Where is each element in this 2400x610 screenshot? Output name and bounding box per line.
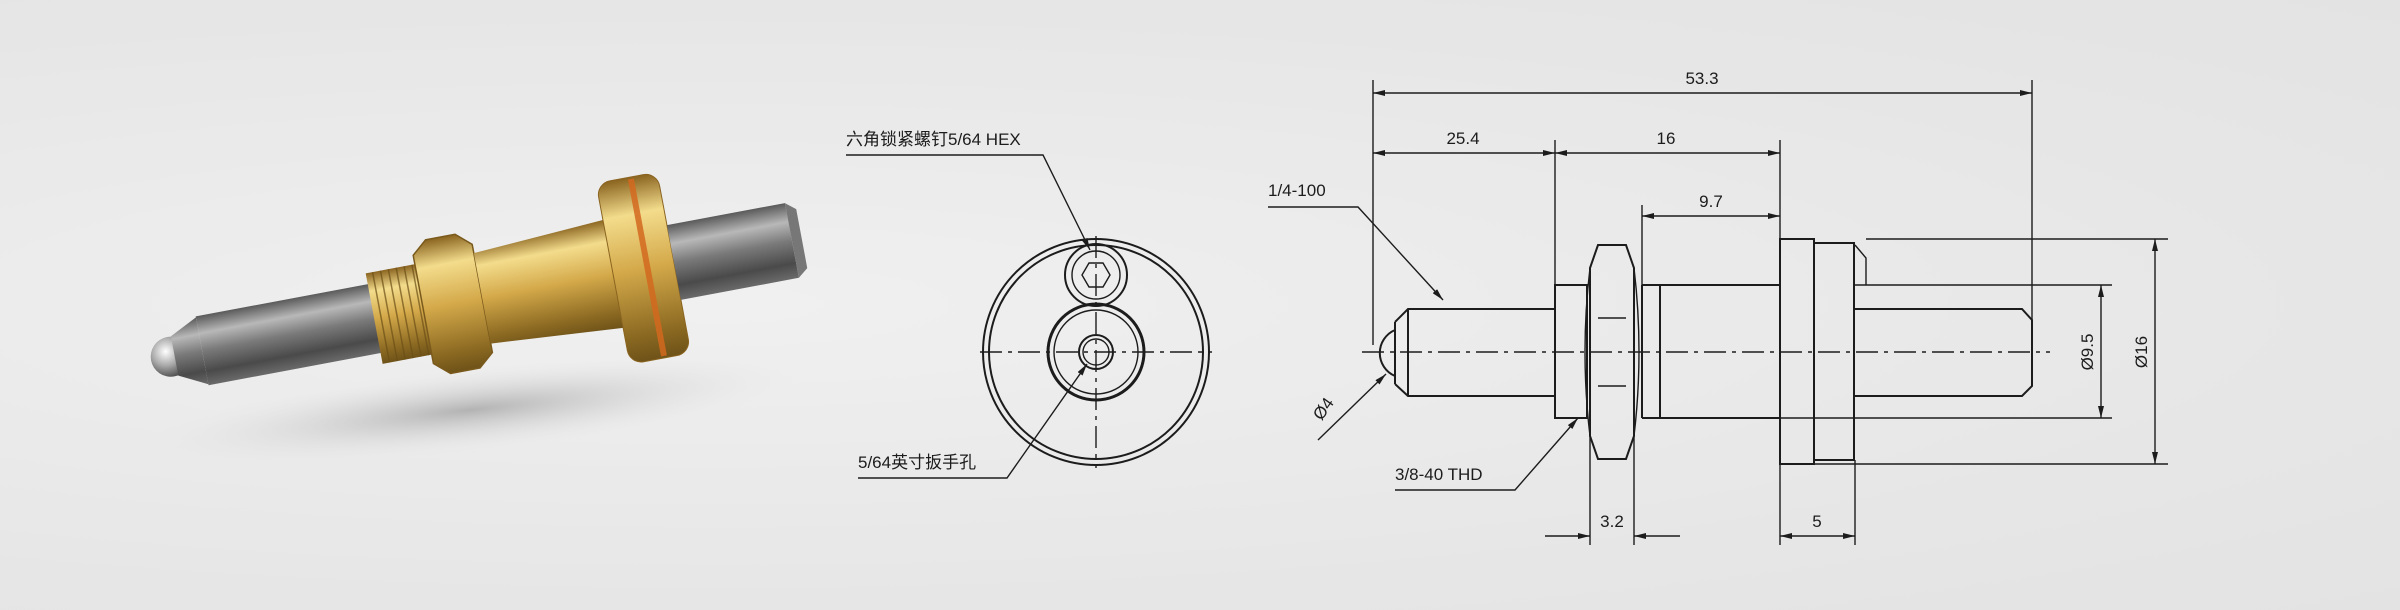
hex-screw-label: 六角锁紧螺钉5/64 HEX [846,130,1021,149]
render-flange-groove [627,178,667,357]
dim-overall-length-value: 53.3 [1685,69,1718,88]
hex-screw-leader [846,154,1091,251]
dim-body-length-value: 16 [1657,129,1676,148]
body [1641,284,1780,419]
dim-body-diameter-value: Ø9.5 [2078,334,2097,371]
render-shadow [141,355,799,465]
wrench-hole-leader [858,363,1088,479]
body-thread-label: 3/8-40 THD [1395,465,1483,484]
side-view: 53.3 25.4 16 9.7 3.2 5 Ø9.5 Ø16 1/4-100 … [1268,69,2168,545]
pin-thread-leader [1268,206,1444,301]
dim-body-section-value: 9.7 [1699,192,1723,211]
dim-nut-thickness-value: 3.2 [1600,512,1624,531]
render-hex-nut [412,233,494,375]
dim-pin-length-value: 25.4 [1446,129,1479,148]
wrench-hole-label: 5/64英寸扳手孔 [858,453,976,472]
render-steel-pin [195,281,396,386]
rear-pin [1855,308,2033,397]
front-view: 六角锁紧螺钉5/64 HEX 5/64英寸扳手孔 [846,130,1212,479]
product-render [141,173,808,465]
ball-tip [1378,329,1396,377]
render-brass-body [473,219,626,344]
front-pin [1394,308,1555,397]
dim-flange-thickness-value: 5 [1812,512,1821,531]
hex-socket-icon [1081,262,1111,288]
dim-flange-diameter-value: Ø16 [2132,336,2151,368]
render-steel-rear-pin [666,203,799,300]
hex-nut [1589,244,1635,460]
body-thread-leader [1395,417,1579,491]
tip-diameter-leader [1317,373,1387,441]
pin-thread-label: 1/4-100 [1268,181,1326,200]
tip-diameter-label: Ø4 [1309,394,1338,423]
render-tip-cone [170,317,209,385]
